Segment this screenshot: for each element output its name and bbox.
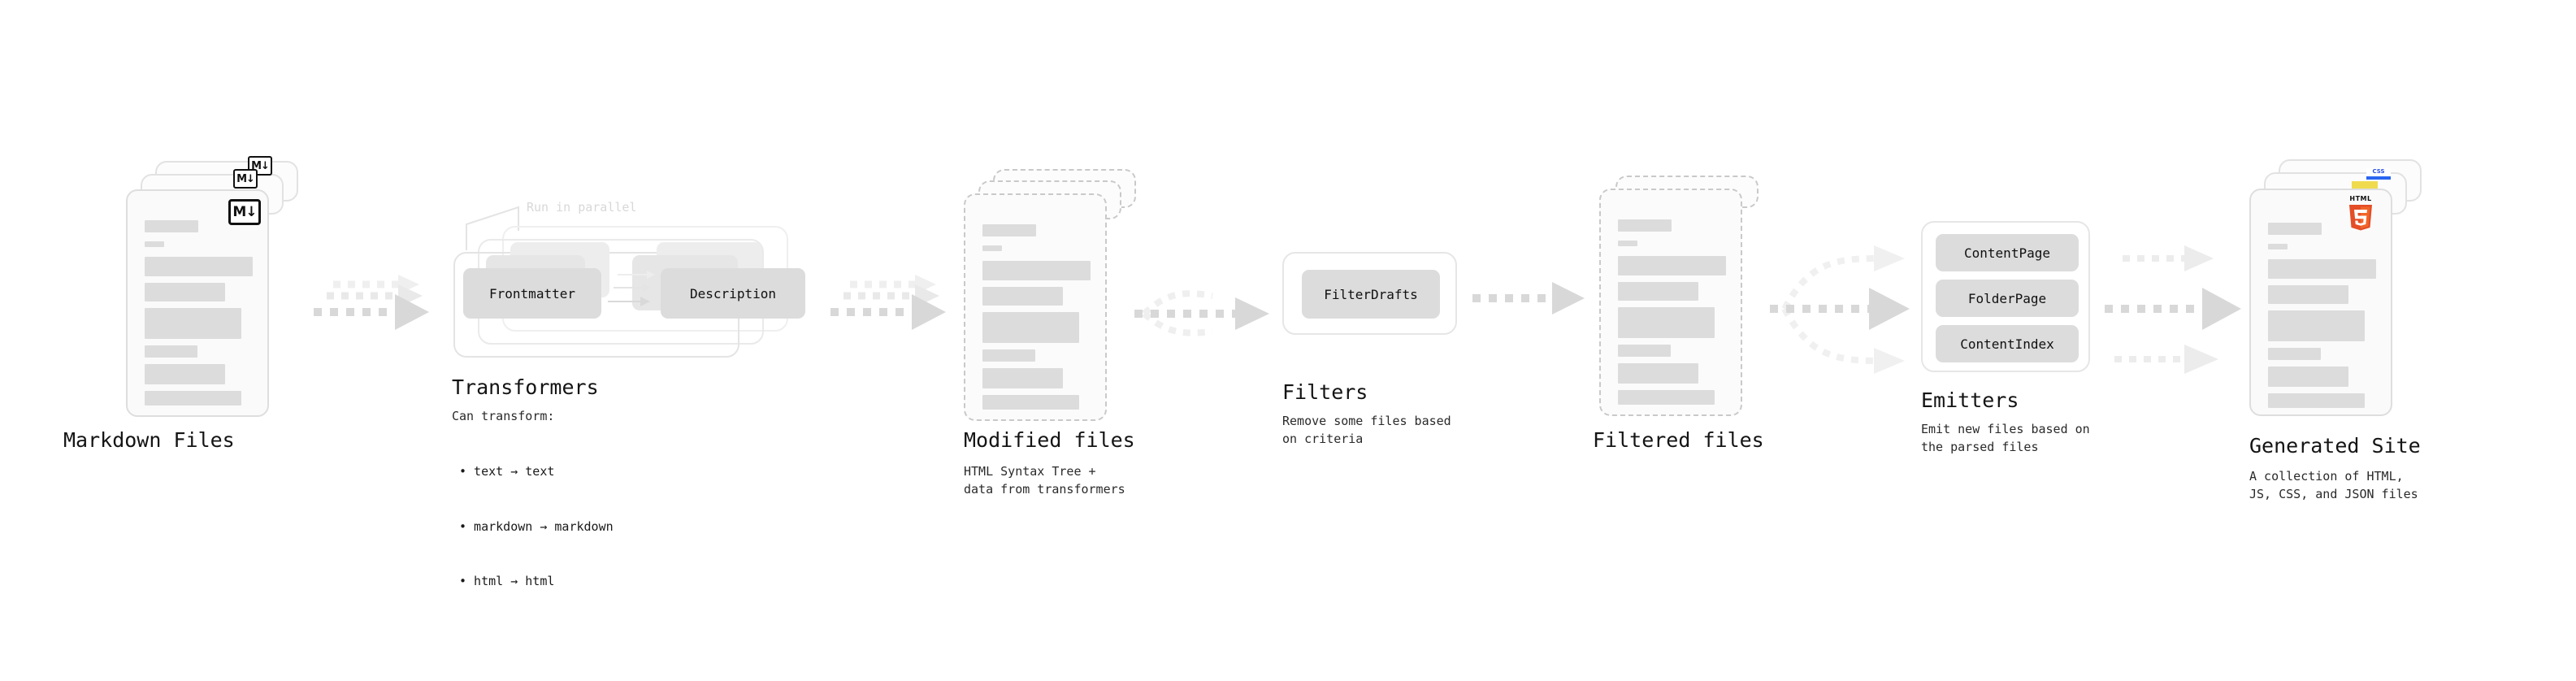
pill-folderpage[interactable]: FolderPage (1936, 280, 2079, 317)
html5-icon: HTML (2345, 195, 2376, 231)
card-content-lines (1601, 190, 1741, 414)
pill-description[interactable]: Description (661, 268, 805, 319)
file-card-front: HTML (2249, 189, 2392, 416)
transformers-subtitle: Can transform: (452, 409, 555, 423)
pill-contentindex[interactable]: ContentIndex (1936, 325, 2079, 362)
connector-transformers-to-modified (830, 275, 954, 349)
stage-generated-site: CSS HTML (2249, 159, 2444, 436)
card-content-lines (128, 191, 267, 415)
file-card-front: M↓ (126, 189, 269, 417)
bullet-markdown-markdown: • markdown → markdown (459, 518, 614, 534)
stage-modified-files (964, 169, 1151, 439)
bullet-text-text: • text → text (459, 464, 555, 479)
label-run-in-parallel: Run in parallel (527, 200, 637, 215)
label-filters: Filters (1282, 380, 1368, 404)
css-icon: CSS (2366, 168, 2391, 180)
pill-frontmatter[interactable]: Frontmatter (463, 268, 601, 319)
label-modified-files: Modified files (964, 428, 1135, 452)
stage-filters: FilterDrafts (1282, 252, 1457, 335)
markdown-icon-mid: M↓ (233, 169, 258, 189)
connector-filters-to-filtered (1472, 280, 1607, 329)
pill-filterdrafts[interactable]: FilterDrafts (1302, 270, 1440, 319)
generated-site-subtitle: A collection of HTML, JS, CSS, and JSON … (2249, 469, 2418, 501)
emitters-subtitle: Emit new files based on the parsed files (1921, 422, 2090, 454)
connector-filtered-to-emitters (1770, 234, 1941, 380)
markdown-icon-back: M↓ (248, 156, 272, 176)
label-markdown-files: Markdown Files (63, 428, 235, 452)
emitters-panel: ContentPage FolderPage ContentIndex (1921, 221, 2090, 372)
filters-subtitle: Remove some files based on criteria (1282, 414, 1451, 446)
stage-markdown-files: M↓ M↓ M↓ (126, 156, 313, 429)
connector-md-to-transformers (314, 275, 437, 349)
markdown-icon: M↓ (228, 199, 261, 225)
stage-filtered-files (1599, 176, 1786, 445)
html5-wordmark: HTML (2349, 195, 2372, 202)
label-transformers: Transformers (452, 375, 599, 399)
modified-files-subtitle: HTML Syntax Tree + data from transformer… (964, 464, 1125, 497)
file-card-front (1599, 189, 1742, 416)
stage-emitters: ContentPage FolderPage ContentIndex (1921, 221, 2090, 372)
filters-panel: FilterDrafts (1282, 252, 1457, 335)
connector-emitters-to-site (2105, 236, 2259, 382)
transformers-bullets: • text → text • markdown → markdown • ht… (459, 426, 614, 627)
bullet-html-html: • html → html (459, 574, 555, 588)
card-content-lines (2251, 190, 2391, 414)
file-card-front (964, 193, 1107, 421)
card-content-lines (965, 195, 1105, 419)
pill-contentpage[interactable]: ContentPage (1936, 234, 2079, 271)
label-filtered-files: Filtered files (1593, 428, 1764, 452)
stage-transformers: Run in parallel x x x x Frontmatter (445, 200, 827, 366)
label-generated-site: Generated Site (2249, 434, 2421, 458)
label-emitters: Emitters (1921, 388, 2019, 412)
connector-modified-to-filters (1134, 286, 1285, 351)
